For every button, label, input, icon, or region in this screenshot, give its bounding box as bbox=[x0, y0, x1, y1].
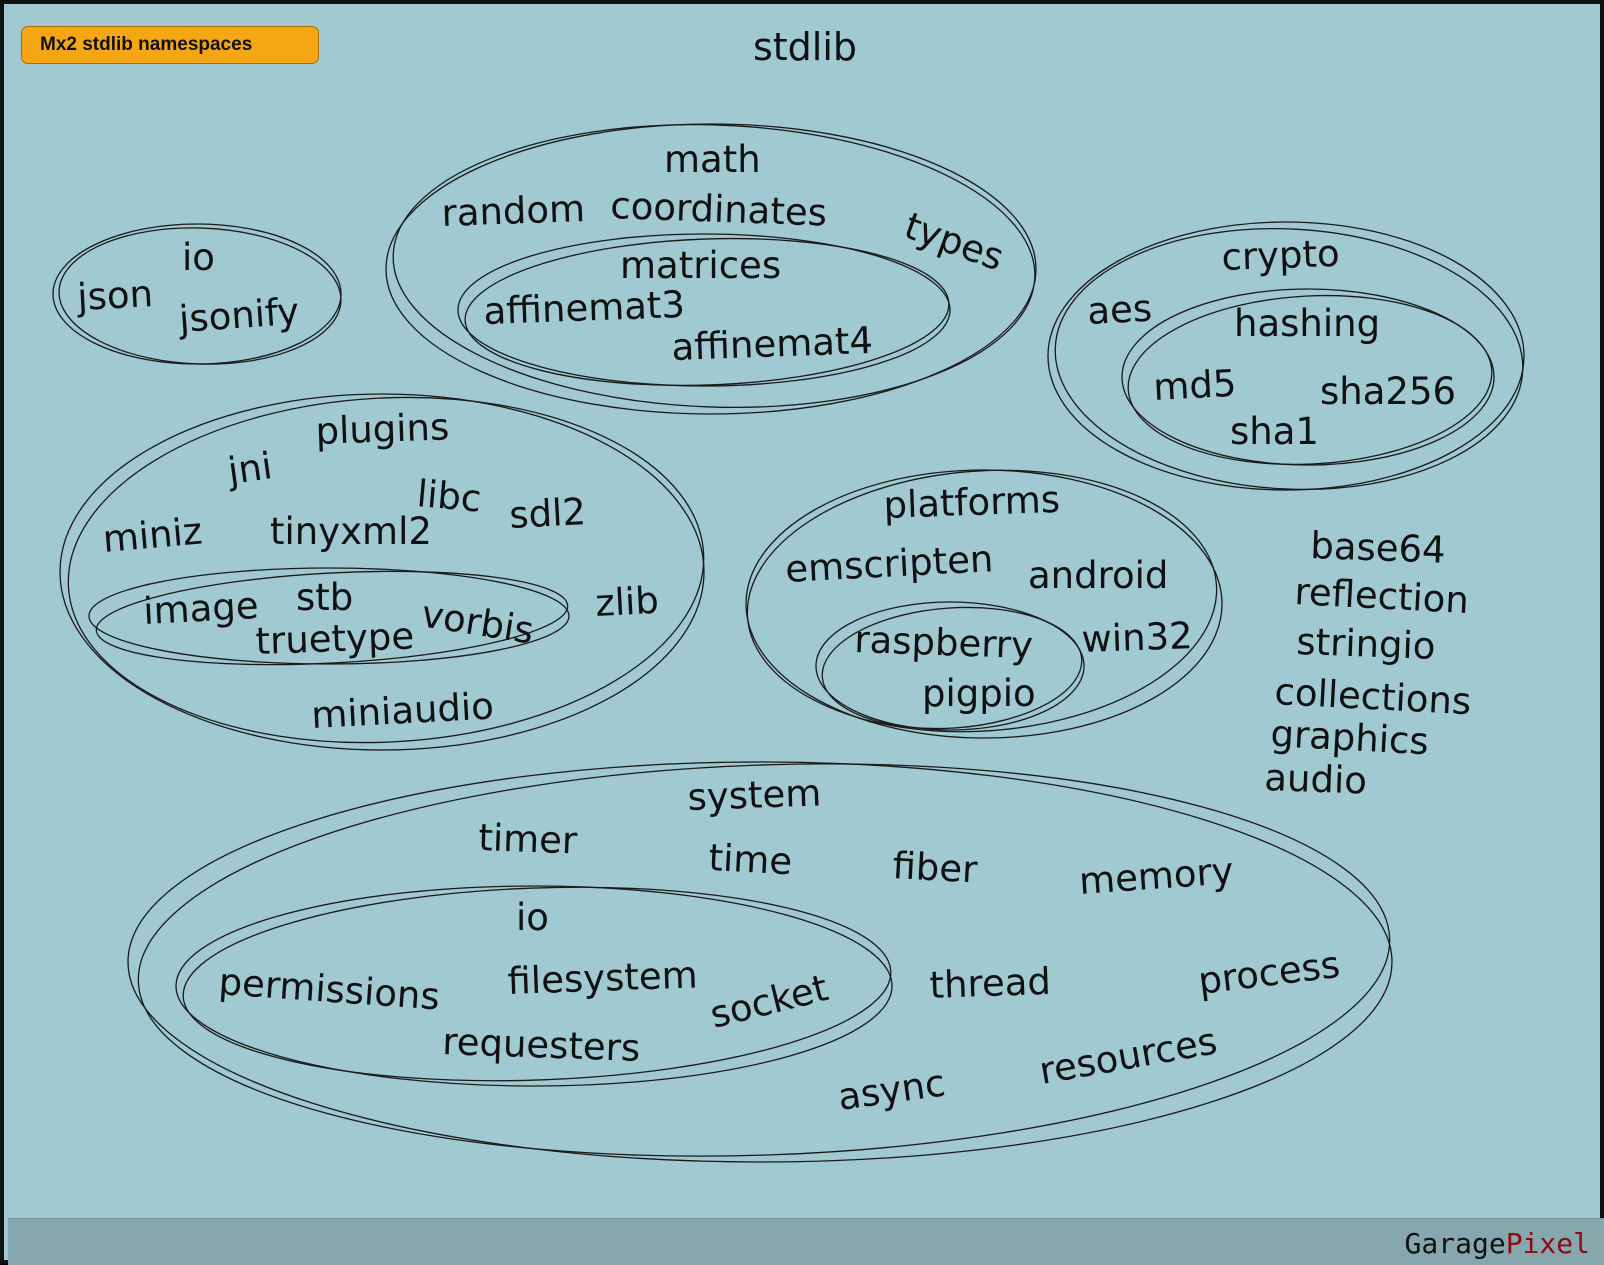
ns-jni: jni bbox=[224, 444, 275, 493]
ns-sdl2: sdl2 bbox=[508, 490, 587, 537]
brand-logo-part2: Pixel bbox=[1505, 1227, 1590, 1260]
ns-hashing: hashing bbox=[1234, 302, 1380, 345]
group-json-outline-stroke bbox=[58, 227, 342, 365]
ns-resources: resources bbox=[1036, 1019, 1220, 1092]
group-plugins-outline-stroke bbox=[67, 396, 705, 744]
ns-tinyxml2: tinyxml2 bbox=[270, 510, 432, 553]
ns-filesystem: filesystem bbox=[507, 953, 699, 1003]
group-system: system timer time fiber memory thread pr… bbox=[127, 761, 1393, 1163]
ns-platforms: platforms bbox=[883, 478, 1061, 527]
ns-sha1: sha1 bbox=[1230, 410, 1319, 453]
ns-io-system: io bbox=[516, 896, 549, 939]
ns-matrices: matrices bbox=[620, 244, 781, 287]
ns-truetype: truetype bbox=[255, 614, 415, 663]
group-system-outline-stroke bbox=[137, 763, 1391, 1157]
ns-graphics: graphics bbox=[1270, 712, 1430, 763]
group-json: io json jsonify bbox=[52, 223, 342, 365]
ns-libc: libc bbox=[415, 472, 483, 520]
ns-raspberry: raspberry bbox=[854, 618, 1034, 667]
namespace-diagram: stdlib io json jsonify math random coord… bbox=[52, 25, 1525, 1163]
group-matrices: matrices affinemat3 affinemat4 bbox=[457, 233, 951, 387]
group-system-outline bbox=[127, 761, 1393, 1163]
ns-requesters: requesters bbox=[442, 1020, 641, 1070]
ns-vorbis: vorbis bbox=[419, 592, 537, 652]
ns-math: math bbox=[664, 138, 761, 181]
brand-logo-part1: Garage bbox=[1404, 1227, 1506, 1260]
group-hashing-outline-stroke bbox=[1127, 294, 1493, 466]
ns-win32: win32 bbox=[1081, 614, 1194, 661]
diagram-title: stdlib bbox=[753, 25, 857, 69]
ns-socket: socket bbox=[706, 966, 832, 1037]
ns-collections: collections bbox=[1274, 670, 1473, 723]
group-stb: image stb truetype vorbis bbox=[88, 567, 570, 666]
ns-stringio: stringio bbox=[1296, 620, 1437, 668]
ns-zlib: zlib bbox=[594, 579, 660, 625]
ns-android: android bbox=[1028, 554, 1168, 597]
ns-sha256: sha256 bbox=[1320, 370, 1456, 413]
ns-async: async bbox=[835, 1061, 948, 1119]
ns-fiber: fiber bbox=[892, 844, 980, 891]
group-raspberry: raspberry pigpio bbox=[815, 601, 1085, 731]
footer-bar: GaragePixel bbox=[8, 1218, 1604, 1265]
group-math: math random coordinates types bbox=[385, 123, 1037, 415]
ns-memory: memory bbox=[1078, 849, 1235, 903]
group-matrices-outline-stroke bbox=[464, 237, 950, 387]
ns-process: process bbox=[1196, 943, 1342, 1003]
ns-image: image bbox=[142, 584, 259, 633]
ns-pigpio: pigpio bbox=[922, 672, 1036, 715]
ns-aes: aes bbox=[1086, 287, 1153, 333]
group-math-outline bbox=[385, 123, 1037, 415]
ns-time: time bbox=[708, 836, 794, 883]
group-raspberry-outline bbox=[815, 601, 1085, 731]
ns-crypto: crypto bbox=[1221, 232, 1341, 279]
group-matrices-outline bbox=[457, 233, 951, 387]
ns-coordinates: coordinates bbox=[610, 184, 828, 235]
ns-jsonify: jsonify bbox=[177, 290, 301, 341]
ns-base64: base64 bbox=[1310, 524, 1447, 572]
group-stb-outline bbox=[88, 567, 570, 665]
group-hashing: hashing md5 sha256 sha1 bbox=[1121, 288, 1495, 466]
group-platforms: platforms emscripten android win32 bbox=[745, 469, 1223, 739]
group-io-outline bbox=[175, 885, 893, 1087]
ns-miniz: miniz bbox=[101, 509, 204, 561]
group-crypto: crypto aes bbox=[1047, 221, 1525, 491]
group-platforms-outline-stroke bbox=[746, 469, 1218, 733]
title-badge: Mx2 stdlib namespaces bbox=[21, 26, 319, 64]
ns-system: system bbox=[687, 771, 822, 819]
ns-thread: thread bbox=[929, 960, 1052, 1007]
ns-plugins: plugins bbox=[315, 405, 450, 453]
ns-timer: timer bbox=[478, 816, 579, 862]
ns-affinemat4: affinemat4 bbox=[671, 319, 874, 369]
group-platforms-outline bbox=[745, 469, 1223, 739]
group-math-outline-stroke bbox=[392, 123, 1036, 409]
group-crypto-outline bbox=[1047, 221, 1525, 491]
ns-emscripten: emscripten bbox=[784, 537, 994, 591]
ns-affinemat3: affinemat3 bbox=[483, 283, 686, 333]
group-io-outline-stroke bbox=[182, 886, 892, 1082]
group-plugins: plugins jni libc miniz tinyxml2 sdl2 zli… bbox=[59, 393, 705, 751]
group-hashing-outline bbox=[1121, 288, 1495, 466]
ns-md5: md5 bbox=[1152, 362, 1237, 409]
ns-reflection: reflection bbox=[1294, 570, 1470, 622]
ns-permissions: permissions bbox=[217, 960, 441, 1018]
ns-audio: audio bbox=[1264, 756, 1368, 803]
group-crypto-outline-stroke bbox=[1054, 227, 1524, 491]
group-plugins-outline bbox=[59, 393, 705, 751]
ns-miniaudio: miniaudio bbox=[310, 684, 495, 736]
ns-stb: stb bbox=[296, 576, 353, 619]
brand-logo: GaragePixel bbox=[1405, 1227, 1590, 1260]
ns-random: random bbox=[441, 187, 586, 235]
group-stb-outline-stroke bbox=[95, 570, 569, 666]
ns-io: io bbox=[182, 236, 215, 279]
group-raspberry-outline-stroke bbox=[821, 606, 1083, 730]
group-loose: base64 reflection stringio collections g… bbox=[1264, 524, 1473, 803]
ns-json: json bbox=[75, 272, 154, 319]
group-io: io permissions filesystem socket request… bbox=[175, 885, 893, 1087]
